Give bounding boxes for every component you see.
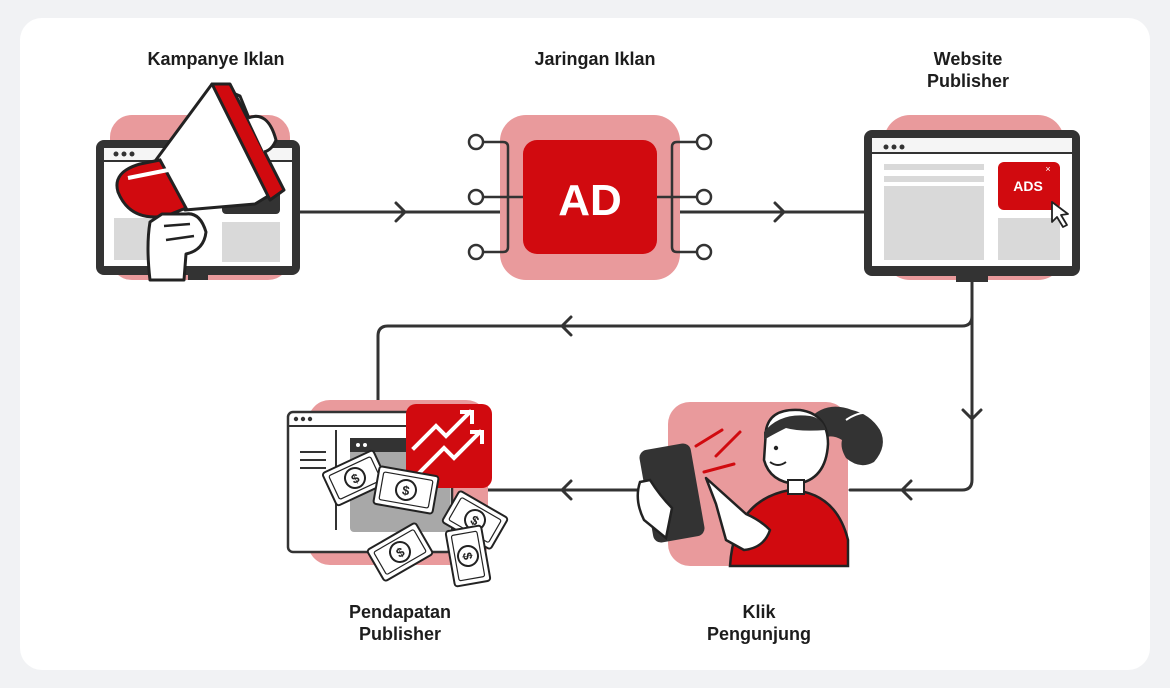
publisher-ads-badge: ADS (1013, 178, 1043, 194)
ad-network-illustration: AD (467, 115, 713, 280)
label-publisher-website: Website Publisher (926, 49, 1010, 91)
money-bills: $ $ $ $ $ (322, 449, 509, 588)
publisher-website-illustration: ADS × (864, 115, 1080, 282)
dollar-icon: $ (459, 551, 475, 561)
label-visitor-click: Klik Pengunjung (707, 602, 811, 644)
label-ad-network: Jaringan Iklan (534, 49, 656, 69)
label-campaign: Kampanye Iklan (147, 49, 285, 69)
label-publisher-revenue: Pendapatan Publisher (348, 602, 452, 644)
ad-network-badge: AD (558, 176, 622, 225)
close-icon: × (1045, 164, 1050, 174)
dollar-icon: $ (401, 482, 411, 498)
campaign-illustration (96, 82, 300, 282)
visitor-click-illustration (636, 402, 883, 568)
cursor-icon (1051, 201, 1069, 228)
